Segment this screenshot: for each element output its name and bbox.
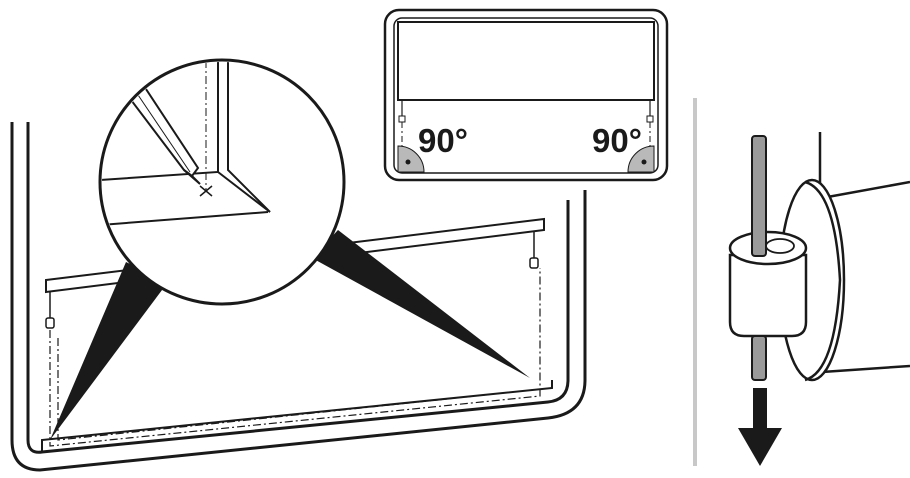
angle-label-right: 90° (592, 122, 642, 159)
window-recess-line (41, 380, 553, 452)
right-angle-marker-icon (397, 145, 425, 173)
right-angle-marker-icon (627, 145, 655, 173)
inset-panel: 90° 90° (383, 8, 669, 182)
arrow-down-icon (738, 388, 782, 466)
zoom-pointer-wedges (50, 230, 530, 440)
cord-guide (728, 230, 808, 338)
cord-weights (45, 257, 539, 329)
cross-mark (199, 185, 213, 197)
zoom-detail-circle (98, 58, 346, 306)
hanging-cords (49, 231, 535, 318)
marking-dash-lines (49, 268, 541, 447)
pull-cord (751, 135, 767, 381)
window-frame (10, 122, 587, 472)
angle-label-left: 90° (418, 122, 468, 159)
